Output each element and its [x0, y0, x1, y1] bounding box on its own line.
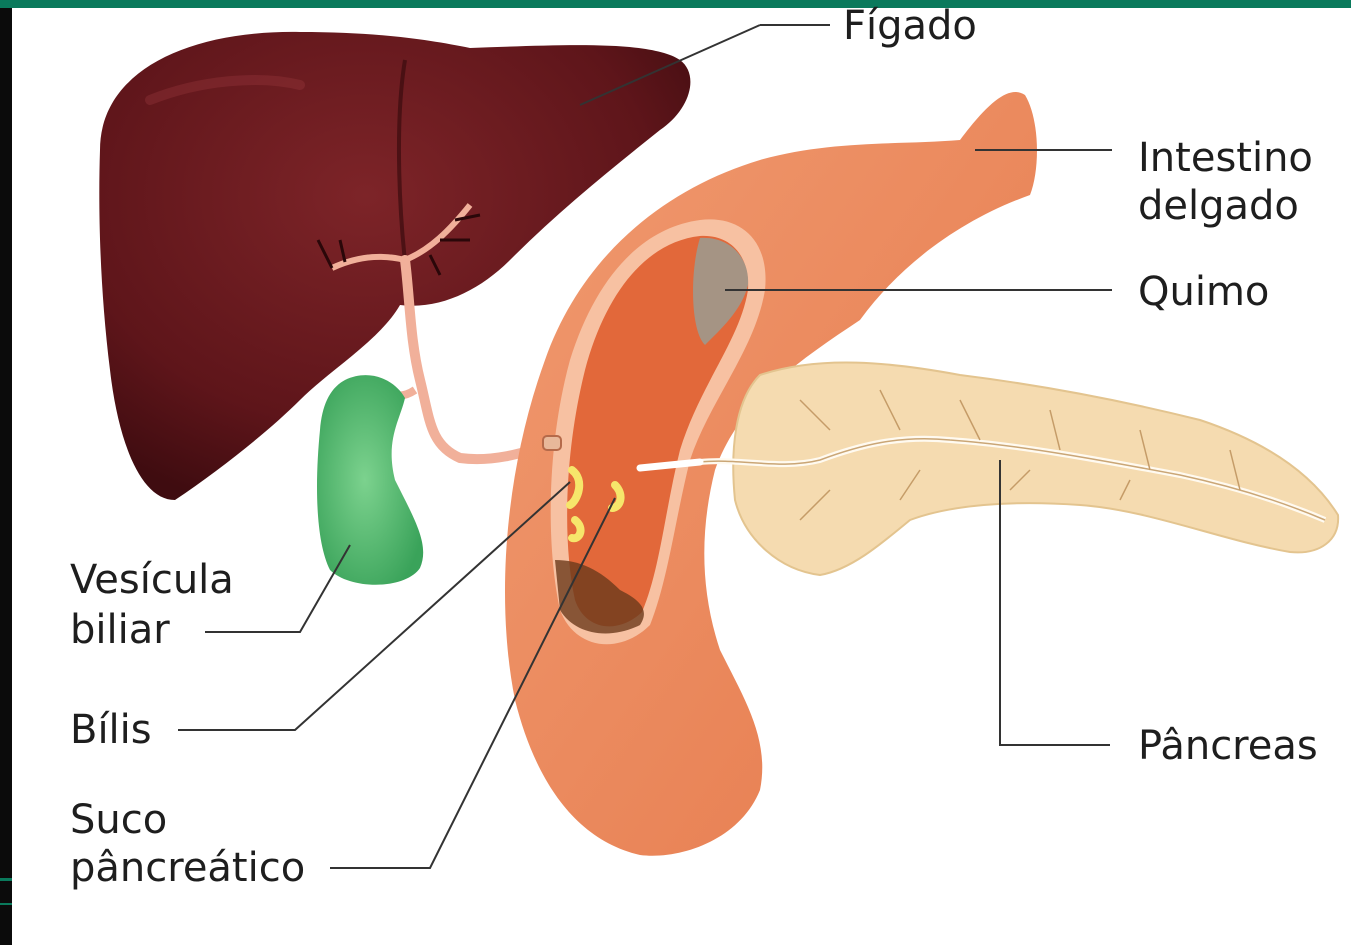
- label-suco-line1: Suco: [70, 796, 167, 844]
- label-intestino-line1: Intestino: [1138, 134, 1313, 182]
- label-intestino-line2: delgado: [1138, 182, 1299, 230]
- label-figado: Fígado: [843, 2, 977, 50]
- label-vesicula-line1: Vesícula: [70, 556, 234, 604]
- label-vesicula-line2: biliar: [70, 606, 170, 654]
- label-bilis: Bílis: [70, 706, 152, 754]
- gallbladder-shape: [317, 375, 423, 585]
- label-pancreas: Pâncreas: [1138, 722, 1318, 770]
- label-suco-line2: pâncreático: [70, 844, 305, 892]
- label-quimo: Quimo: [1138, 268, 1269, 316]
